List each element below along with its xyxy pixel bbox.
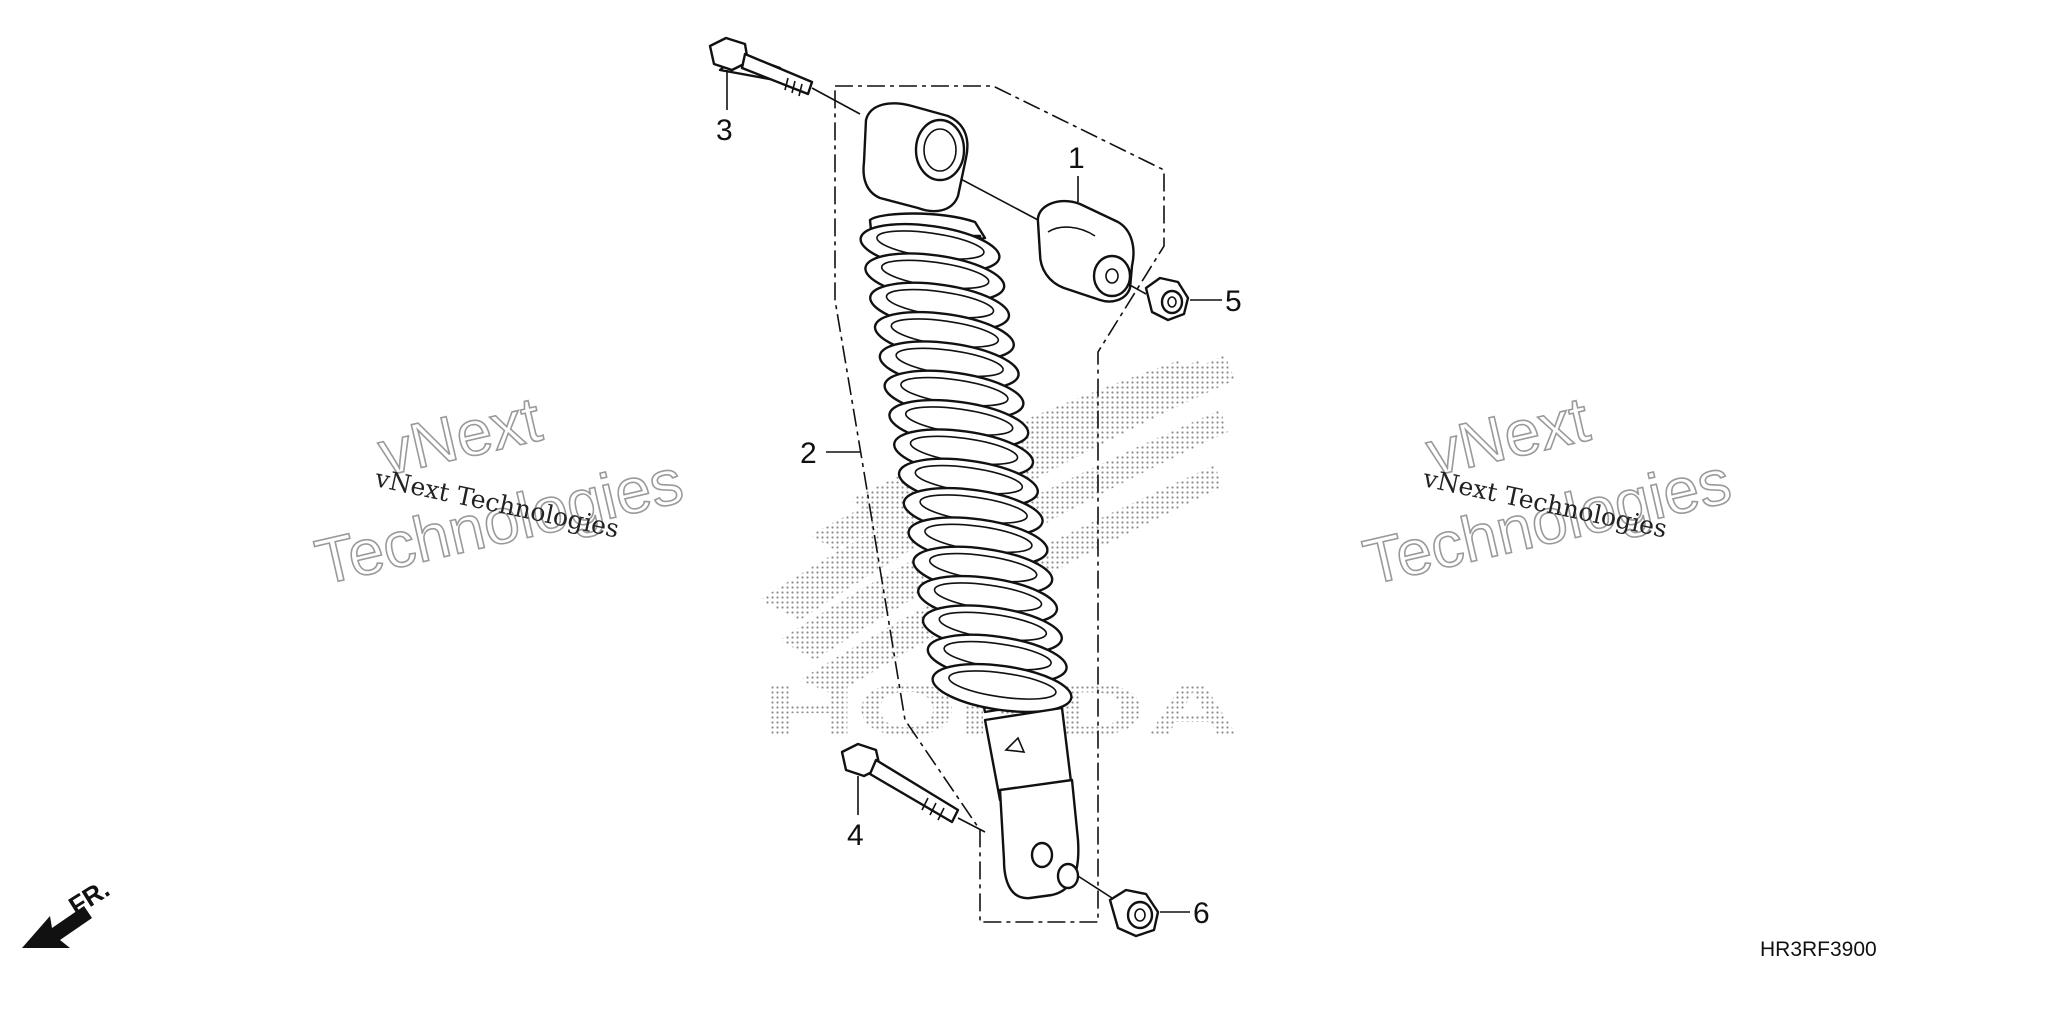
watermark-left-big-bottom: Technologies xyxy=(309,444,689,598)
spring-coil xyxy=(931,662,1073,714)
upper-bolt xyxy=(708,36,814,97)
watermark-right-big-bottom: Technologies xyxy=(1357,444,1737,598)
spring-coil-inner xyxy=(948,670,1057,700)
front-arrow: FR. xyxy=(22,873,115,948)
assembly-outline xyxy=(834,85,1165,923)
spring-coils xyxy=(859,222,1073,714)
lower-nut xyxy=(1108,888,1160,938)
upper-nut xyxy=(1144,276,1190,322)
shock-absorber xyxy=(859,102,1080,900)
callout-5: 5 xyxy=(1225,285,1242,318)
watermark-right: vNext Technologies vNext Technologies xyxy=(1356,382,1738,600)
front-arrow-label: FR. xyxy=(63,873,114,921)
callout-1: 1 xyxy=(1068,142,1085,175)
diagram-code: HR3RF3900 xyxy=(1760,938,1877,961)
lower-bolt xyxy=(840,742,960,824)
callout-2: 2 xyxy=(800,437,817,470)
callout-6: 6 xyxy=(1193,897,1210,930)
callout-4: 4 xyxy=(847,819,864,852)
watermark-left: vNext Technologies vNext Technologies xyxy=(308,382,690,600)
bushing xyxy=(1036,199,1135,303)
callout-3: 3 xyxy=(716,114,733,147)
